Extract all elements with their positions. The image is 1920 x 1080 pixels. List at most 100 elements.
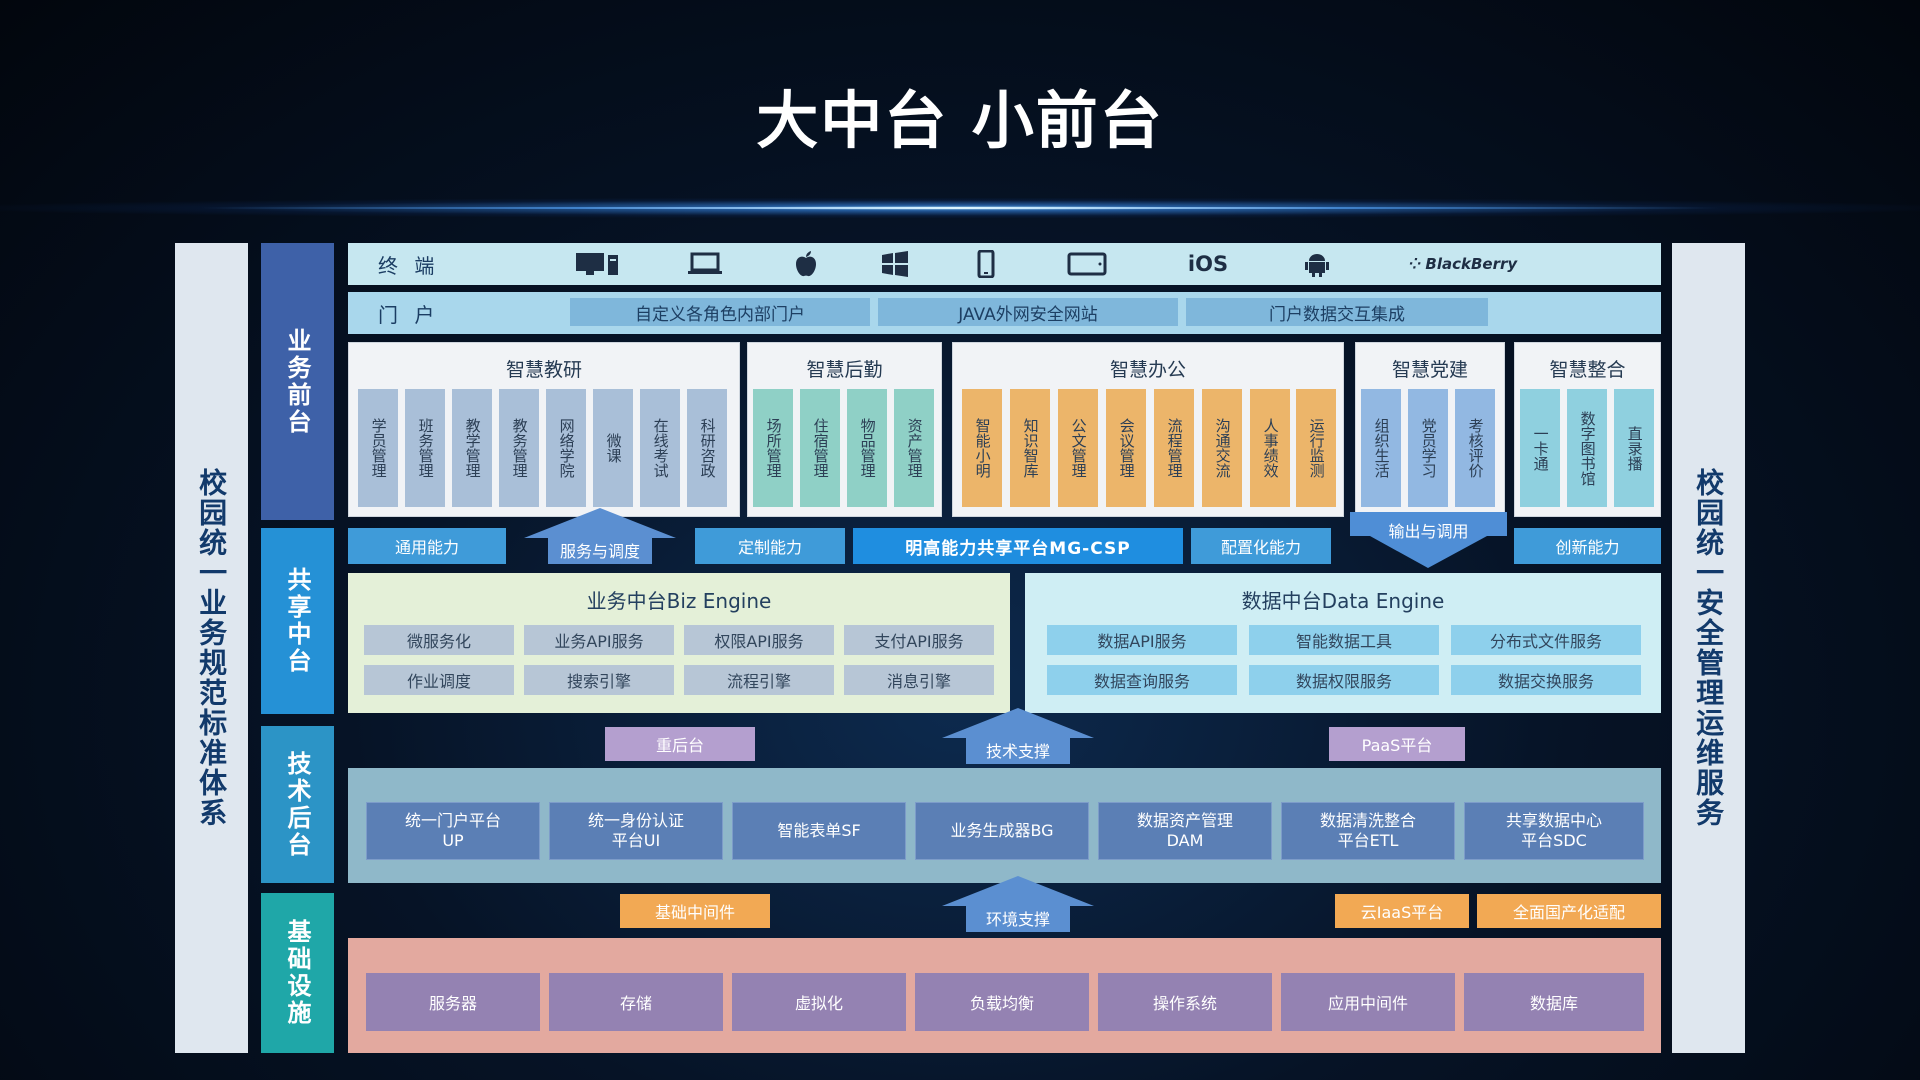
front-item: 教务管理 — [499, 389, 539, 507]
data-engine-item: 数据API服务 — [1047, 625, 1237, 655]
biz-engine-title: 业务中台Biz Engine — [586, 589, 772, 613]
front-item: 场所管理 — [753, 389, 793, 507]
biz-engine-panel: 业务中台Biz Engine 微服务化 业务API服务 权限API服务 支付AP… — [348, 573, 1010, 713]
biz-engine-item: 消息引擎 — [844, 665, 994, 695]
capability-platform: 明高能力共享平台MG-CSP — [853, 528, 1183, 564]
tablet-icon — [1062, 249, 1112, 279]
layer-front: 业务前台 — [261, 243, 334, 520]
portal-bar: 门 户 自定义各角色内部门户 JAVA外网安全网站 门户数据交互集成 — [348, 292, 1661, 334]
layer-infra: 基础设施 — [261, 893, 334, 1053]
biz-engine-item: 业务API服务 — [524, 625, 674, 655]
group-office: 智慧办公 智能小明 知识智库 公文管理 会议管理 流程管理 沟通交流 人事绩效 … — [952, 342, 1344, 517]
front-item: 教学管理 — [452, 389, 492, 507]
front-item: 组织生活 — [1361, 389, 1401, 507]
data-engine-title: 数据中台Data Engine — [1241, 589, 1445, 613]
front-item: 数字图书馆 — [1567, 389, 1607, 507]
front-item: 沟通交流 — [1202, 389, 1242, 507]
front-item: 会议管理 — [1106, 389, 1146, 507]
group-title: 智慧教研 — [505, 359, 582, 381]
tech-panel: 统一门户平台 UP 统一身份认证 平台UI 智能表单SF 业务生成器BG 数据资… — [348, 768, 1661, 883]
tech-support-arrow — [942, 708, 1094, 764]
laptop-icon — [680, 249, 730, 279]
layer-tech: 技术后台 — [261, 726, 334, 883]
tech-item: 智能表单SF — [732, 802, 906, 860]
output-down-arrow — [1350, 512, 1507, 568]
infra-item: 虚拟化 — [732, 973, 906, 1031]
group-title: 智慧整合 — [1549, 359, 1626, 381]
biz-engine-item: 搜索引擎 — [524, 665, 674, 695]
front-item: 班务管理 — [405, 389, 445, 507]
env-support-label: 环境支撑 — [985, 910, 1050, 929]
front-item: 科研咨政 — [687, 389, 727, 507]
capability-output-label: 输出与调用 — [1388, 522, 1469, 541]
infra-tag-localization: 全面国产化适配 — [1477, 894, 1661, 928]
layer-shared: 共享中台 — [261, 528, 334, 714]
windows-icon — [870, 249, 920, 279]
infra-item: 应用中间件 — [1281, 973, 1455, 1031]
infra-item: 存储 — [549, 973, 723, 1031]
capability-config: 配置化能力 — [1191, 528, 1331, 564]
group-logistics: 智慧后勤 场所管理 住宿管理 物品管理 资产管理 — [747, 342, 942, 517]
front-item: 党员学习 — [1408, 389, 1448, 507]
capability-general: 通用能力 — [348, 528, 506, 564]
group-title: 智慧党建 — [1391, 359, 1468, 381]
infra-panel: 服务器 存储 虚拟化 负载均衡 操作系统 应用中间件 数据库 — [348, 938, 1661, 1053]
front-item: 直录播 — [1614, 389, 1654, 507]
portal-item-integration: 门户数据交互集成 — [1186, 298, 1488, 326]
infra-tag-middleware: 基础中间件 — [620, 894, 770, 928]
front-item: 学员管理 — [358, 389, 398, 507]
infra-item: 服务器 — [366, 973, 540, 1031]
tech-item: 统一身份认证 平台UI — [549, 802, 723, 860]
front-item: 资产管理 — [894, 389, 934, 507]
data-engine-item: 数据交换服务 — [1451, 665, 1641, 695]
tech-item: 共享数据中心 平台SDC — [1464, 802, 1644, 860]
front-item: 知识智库 — [1010, 389, 1050, 507]
infra-item: 操作系统 — [1098, 973, 1272, 1031]
group-party: 智慧党建 组织生活 党员学习 考核评价 — [1355, 342, 1505, 517]
data-engine-item: 数据权限服务 — [1249, 665, 1439, 695]
front-item: 住宿管理 — [800, 389, 840, 507]
capability-custom: 定制能力 — [695, 528, 845, 564]
env-support-arrow — [942, 876, 1094, 932]
front-item: 在线考试 — [640, 389, 680, 507]
front-item: 网络学院 — [546, 389, 586, 507]
blackberry-label: BlackBerry — [1425, 255, 1518, 273]
front-item: 公文管理 — [1058, 389, 1098, 507]
ios-icon: iOS — [1187, 252, 1229, 276]
capability-service-label: 服务与调度 — [559, 542, 640, 561]
service-up-arrow — [524, 508, 676, 564]
tech-item: 业务生成器BG — [915, 802, 1089, 860]
portal-label: 门 户 — [378, 302, 440, 327]
tech-tag-paas: PaaS平台 — [1329, 727, 1465, 761]
tech-item: 统一门户平台 UP — [366, 802, 540, 860]
data-engine-item: 智能数据工具 — [1249, 625, 1439, 655]
front-item: 一卡通 — [1520, 389, 1560, 507]
biz-engine-item: 权限API服务 — [684, 625, 834, 655]
biz-engine-item: 微服务化 — [364, 625, 514, 655]
terminal-bar: 终 端 iOS ⁘BlackBerry — [348, 243, 1661, 285]
front-item: 运行监测 — [1296, 389, 1336, 507]
front-item: 考核评价 — [1455, 389, 1495, 507]
tech-item: 数据清洗整合 平台ETL — [1281, 802, 1455, 860]
page-title: 大中台 小前台 — [756, 84, 1164, 157]
android-icon — [1292, 249, 1342, 279]
data-engine-panel: 数据中台Data Engine 数据API服务 智能数据工具 分布式文件服务 数… — [1025, 573, 1661, 713]
infra-item: 负载均衡 — [915, 973, 1089, 1031]
desktop-icon — [573, 249, 623, 279]
group-integration: 智慧整合 一卡通 数字图书馆 直录播 — [1514, 342, 1661, 517]
portal-item-custom: 自定义各角色内部门户 — [570, 298, 870, 326]
apple-icon — [781, 249, 831, 279]
right-side-bar: 校园统一安全管理运维服务 — [1672, 243, 1745, 1053]
biz-engine-item: 作业调度 — [364, 665, 514, 695]
front-item: 微课 — [593, 389, 633, 507]
tech-tag-heavy: 重后台 — [605, 727, 755, 761]
group-title: 智慧后勤 — [806, 359, 883, 381]
infra-tag-iaas: 云IaaS平台 — [1335, 894, 1469, 928]
title-glow-line — [200, 207, 1720, 209]
tech-support-label: 技术支撑 — [985, 742, 1050, 761]
data-engine-item: 数据查询服务 — [1047, 665, 1237, 695]
blackberry-icon: ⁘BlackBerry — [1408, 255, 1518, 273]
front-item: 流程管理 — [1154, 389, 1194, 507]
group-teaching: 智慧教研 学员管理 班务管理 教学管理 教务管理 网络学院 微课 在线考试 科研… — [348, 342, 740, 517]
portal-item-java: JAVA外网安全网站 — [878, 298, 1178, 326]
